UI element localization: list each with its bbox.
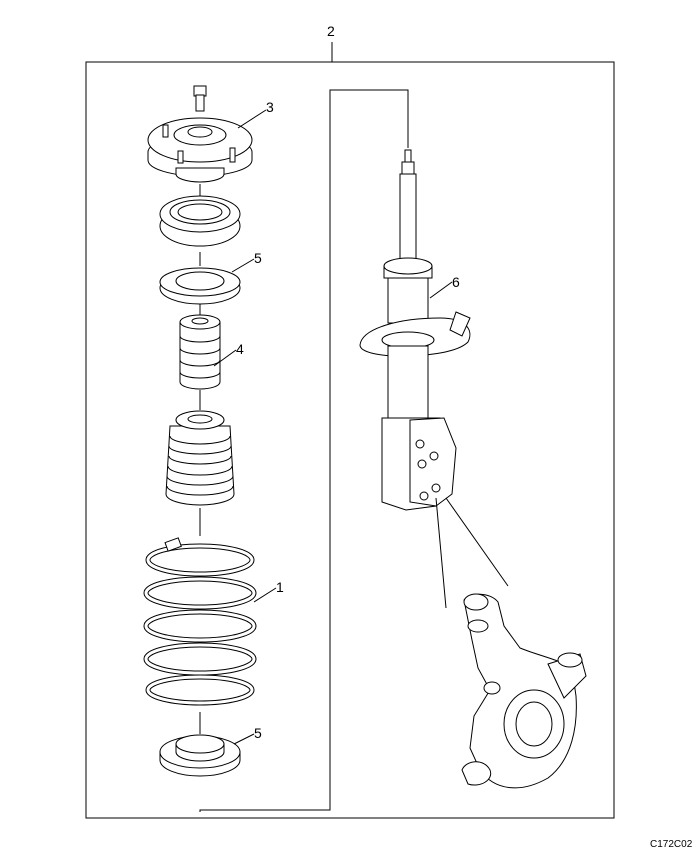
dust-boot xyxy=(165,410,235,506)
strut-damper xyxy=(359,149,471,511)
bump-stop xyxy=(179,314,221,390)
coil-spring xyxy=(143,537,257,706)
spring-seat-lower xyxy=(159,734,241,777)
figure-code: C172C02 xyxy=(650,839,693,850)
leader-lines xyxy=(213,109,453,745)
assembly-frame xyxy=(85,42,615,819)
callout-seat-lower: 5 xyxy=(254,725,262,741)
knuckle-guide-lines xyxy=(435,497,509,609)
spring-seat-upper xyxy=(159,267,241,305)
callout-strut: 6 xyxy=(452,274,460,290)
steering-knuckle xyxy=(461,593,587,789)
callout-spring: 1 xyxy=(276,579,284,595)
callout-bumper: 4 xyxy=(236,341,244,357)
callout-seat-upper: 5 xyxy=(254,250,262,266)
callout-mount: 3 xyxy=(266,99,274,115)
callout-assembly: 2 xyxy=(327,23,335,39)
strut-mount xyxy=(147,85,253,183)
bearing-ring xyxy=(159,195,241,247)
